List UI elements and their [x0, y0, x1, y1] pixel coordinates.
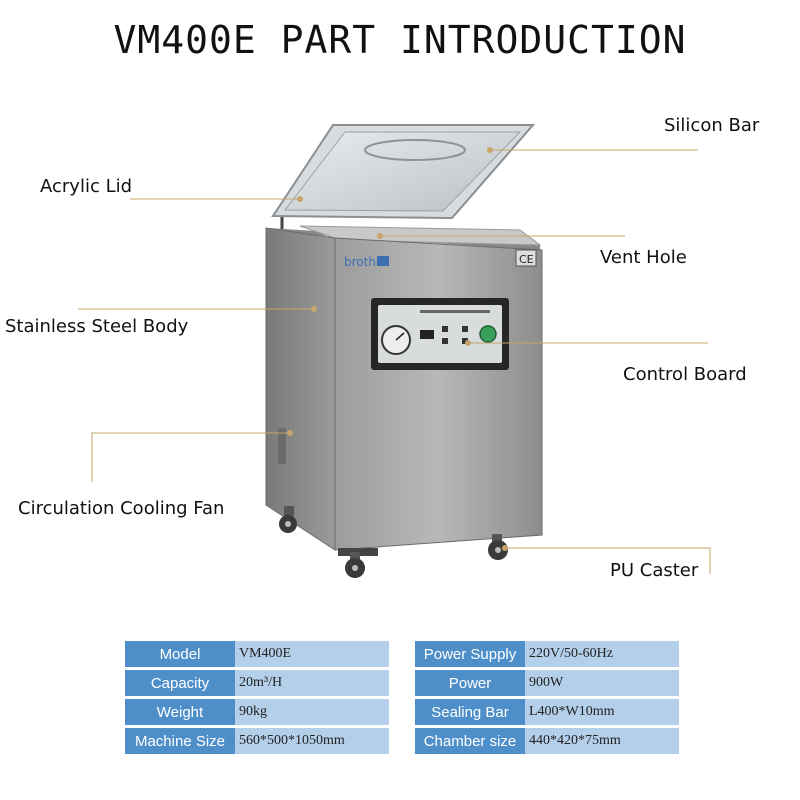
spec-table-left: Model VM400E Capacity 20m³/H Weight 90kg…	[125, 638, 389, 757]
leader-lines	[78, 149, 711, 574]
pu-caster	[279, 506, 508, 578]
label-silicon-bar: Silicon Bar	[664, 115, 760, 136]
spec-value: 90kg	[235, 699, 389, 725]
spec-key: Model	[125, 641, 235, 667]
spec-row: Chamber size 440*420*75mm	[415, 728, 679, 754]
stainless-steel-body	[334, 237, 543, 551]
control-board	[371, 298, 509, 370]
spec-key: Capacity	[125, 670, 235, 696]
spec-row: Weight 90kg	[125, 699, 389, 725]
spec-value: 900W	[525, 670, 679, 696]
label-vent-hole: Vent Hole	[600, 247, 687, 268]
label-pu-caster: PU Caster	[610, 560, 699, 581]
spec-table-right: Power Supply 220V/50-60Hz Power 900W Sea…	[415, 638, 679, 757]
spec-key: Weight	[125, 699, 235, 725]
label-circulation-cooling-fan: Circulation Cooling Fan	[18, 498, 225, 519]
spec-value: 560*500*1050mm	[235, 728, 389, 754]
spec-key: Chamber size	[415, 728, 525, 754]
label-acrylic-lid: Acrylic Lid	[40, 176, 133, 197]
fan-vent	[278, 428, 286, 464]
spec-value: L400*W10mm	[525, 699, 679, 725]
page-title: VM400E PART INTRODUCTION	[113, 18, 687, 62]
spec-value: 20m³/H	[235, 670, 389, 696]
spec-row: Power 900W	[415, 670, 679, 696]
spec-row: Capacity 20m³/H	[125, 670, 389, 696]
spec-value: 440*420*75mm	[525, 728, 679, 754]
spec-key: Power Supply	[415, 641, 525, 667]
label-control-board: Control Board	[623, 364, 747, 385]
spec-key: Machine Size	[125, 728, 235, 754]
label-stainless-steel-body: Stainless Steel Body	[5, 316, 189, 337]
spec-key: Power	[415, 670, 525, 696]
acrylic-lid	[271, 124, 536, 230]
spec-row: Machine Size 560*500*1050mm	[125, 728, 389, 754]
spec-row: Power Supply 220V/50-60Hz	[415, 641, 679, 667]
spec-row: Sealing Bar L400*W10mm	[415, 699, 679, 725]
spec-value: VM400E	[235, 641, 389, 667]
side-panel	[265, 227, 336, 551]
spec-key: Sealing Bar	[415, 699, 525, 725]
ce-mark: CE	[519, 253, 534, 266]
leader-dots	[287, 147, 508, 551]
spec-row: Model VM400E	[125, 641, 389, 667]
spec-value: 220V/50-60Hz	[525, 641, 679, 667]
